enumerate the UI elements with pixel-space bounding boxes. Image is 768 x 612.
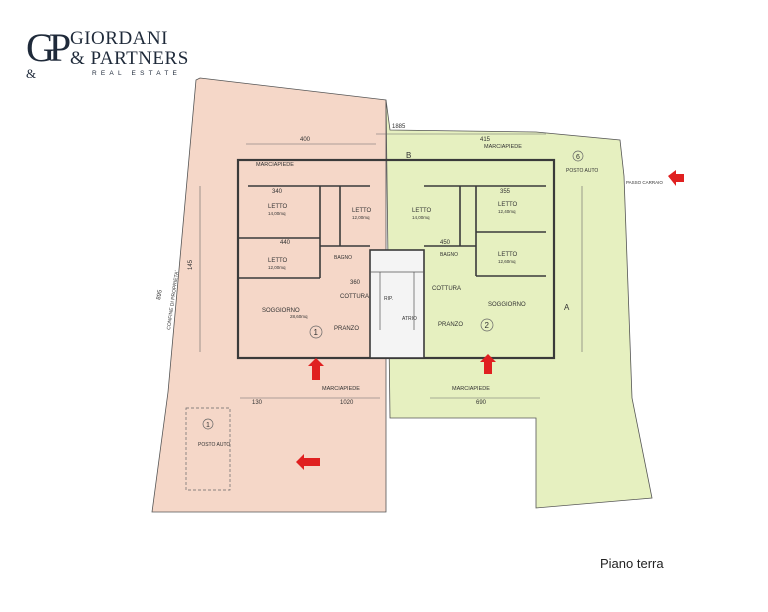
room-label: LETTO — [498, 252, 518, 258]
dimension-label: 340 — [272, 189, 283, 195]
dimension-label: 450 — [440, 240, 451, 246]
room-area: 14,00mq — [412, 215, 430, 220]
parking-number: 6 — [576, 154, 580, 161]
dimension-label: 895 — [156, 289, 164, 301]
dimension-label: 440 — [280, 240, 291, 246]
dimension-label: 1020 — [340, 400, 354, 406]
section-mark: A — [564, 303, 570, 312]
right-unit-area — [385, 99, 653, 509]
marciapiede-label: MARCIAPIEDE — [256, 162, 294, 168]
parking-number-badge — [572, 150, 584, 162]
dimension-label: 145 — [188, 259, 194, 270]
logo-title-line2: & PARTNERS — [70, 48, 189, 69]
marciapiede-label: MARCIAPIEDE — [484, 144, 522, 150]
room-label: LETTO — [268, 258, 288, 264]
room-area: 12,00mq — [268, 265, 286, 270]
logo-monogram: GP — [26, 25, 71, 70]
parking-number: 1 — [206, 422, 210, 429]
section-mark: B — [406, 151, 411, 160]
unit-number-badge — [480, 318, 494, 332]
stair-label: ATRIO — [402, 316, 417, 322]
right-unit-walls — [424, 185, 546, 277]
room-label: PRANZO — [334, 326, 359, 332]
marciapiede-label: MARCIAPIEDE — [322, 386, 360, 392]
dimension-label: 355 — [500, 189, 511, 195]
room-label: BAGNO — [334, 255, 352, 261]
unit-number-badge — [309, 325, 323, 339]
room-area: 14,00mq — [268, 211, 286, 216]
left-unit-walls — [238, 185, 370, 279]
entrance-arrow — [480, 354, 496, 374]
left-parking-space — [185, 407, 231, 491]
room-label: LETTO — [352, 208, 372, 214]
dimension-label: 690 — [476, 400, 487, 406]
stair-label: RIP. — [384, 296, 393, 302]
brand-logo: GP GIORDANI & PARTNERS & REAL ESTATE — [26, 25, 189, 82]
dimension-label: 130 — [252, 400, 263, 406]
room-label: COTTURA — [432, 286, 461, 292]
parking-number-badge — [202, 418, 214, 430]
room-label: LETTO — [498, 202, 518, 208]
room-label: BAGNO — [440, 252, 458, 258]
parking-label: POSTO AUTO — [566, 168, 598, 174]
floor-caption: Piano terra — [600, 556, 664, 571]
room-label: LETTO — [412, 208, 432, 214]
room-area: 12,40mq — [498, 209, 516, 214]
room-area: 12,00mq — [352, 215, 370, 220]
logo-ampersand: & — [26, 66, 37, 81]
room-label: PRANZO — [438, 322, 463, 328]
room-area: 12,60mq — [498, 259, 516, 264]
unit-number: 2 — [485, 321, 490, 330]
parking-label: POSTO AUTO — [198, 442, 230, 448]
entrance-arrow — [296, 454, 320, 470]
room-area: 28,60mq — [290, 314, 308, 319]
marciapiede-label: MARCIAPIEDE — [452, 386, 490, 392]
room-label: SOGGIORNO — [488, 302, 526, 308]
dimension-lines — [199, 133, 583, 399]
stair-block — [369, 249, 425, 359]
dimension-label: 1885 — [392, 124, 406, 130]
dimension-label: 360 — [350, 280, 361, 286]
entrance-arrow — [668, 170, 684, 186]
dimension-label: 400 — [300, 137, 311, 143]
entrance-arrow — [308, 358, 324, 380]
passo-carraio-label: PASSO CARRAIO — [626, 180, 663, 185]
dimension-label: 415 — [480, 137, 491, 143]
room-label: SOGGIORNO — [262, 308, 300, 314]
room-label: COTTURA — [340, 294, 369, 300]
logo-tagline: REAL ESTATE — [92, 70, 182, 77]
logo-title-line1: GIORDANI — [70, 28, 168, 49]
unit-number: 1 — [314, 328, 319, 337]
room-label: LETTO — [268, 204, 288, 210]
